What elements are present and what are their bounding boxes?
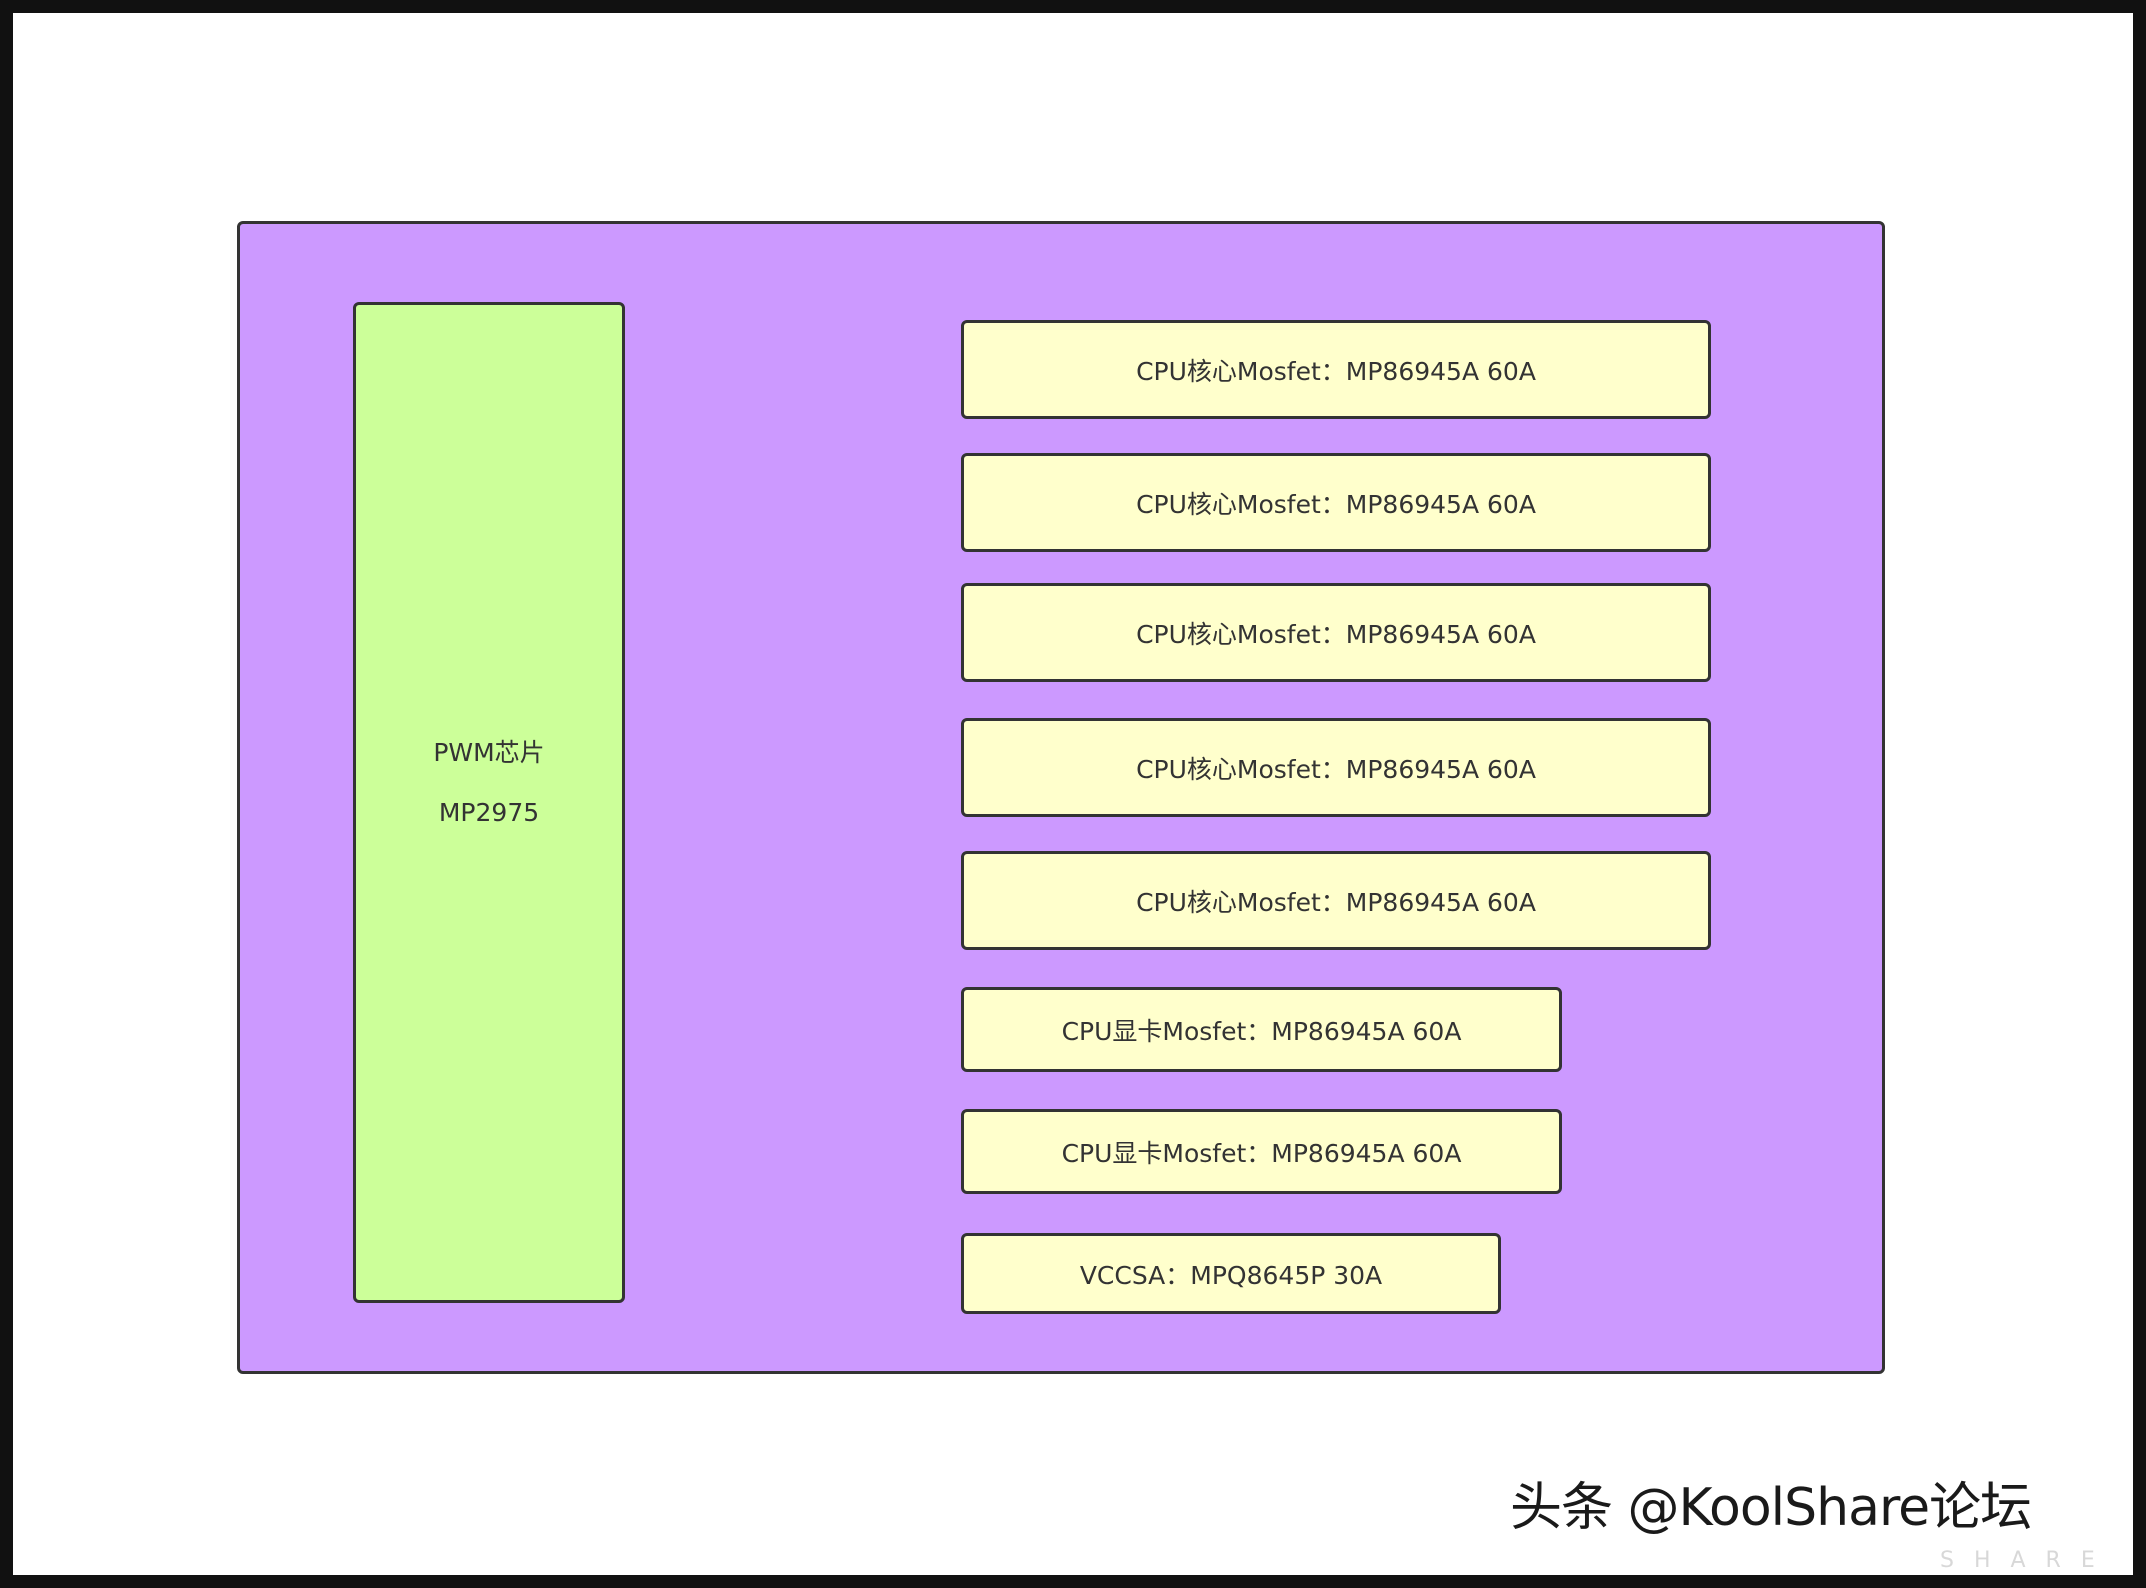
watermark-text: 头条 @KoolShare论坛 [1510,1478,2032,1538]
mosfet-box: CPU核心Mosfet：MP86945A 60A [961,851,1711,950]
gpu-mosfet-box: CPU显卡Mosfet：MP86945A 60A [961,987,1562,1072]
pwm-chip-model: MP2975 [438,797,540,827]
pwm-chip-label: PWM芯片 [433,737,545,767]
mosfet-box: CPU核心Mosfet：MP86945A 60A [961,453,1711,552]
mosfet-box: CPU核心Mosfet：MP86945A 60A [961,718,1711,817]
vccsa-box: VCCSA：MPQ8645P 30A [961,1233,1501,1314]
gpu-mosfet-box: CPU显卡Mosfet：MP86945A 60A [961,1109,1562,1194]
mosfet-box: CPU核心Mosfet：MP86945A 60A [961,320,1711,419]
pwm-chip-block: PWM芯片 MP2975 [353,302,625,1303]
mosfet-box: CPU核心Mosfet：MP86945A 60A [961,583,1711,682]
watermark-sub-text: SHARE [1940,1548,2115,1573]
